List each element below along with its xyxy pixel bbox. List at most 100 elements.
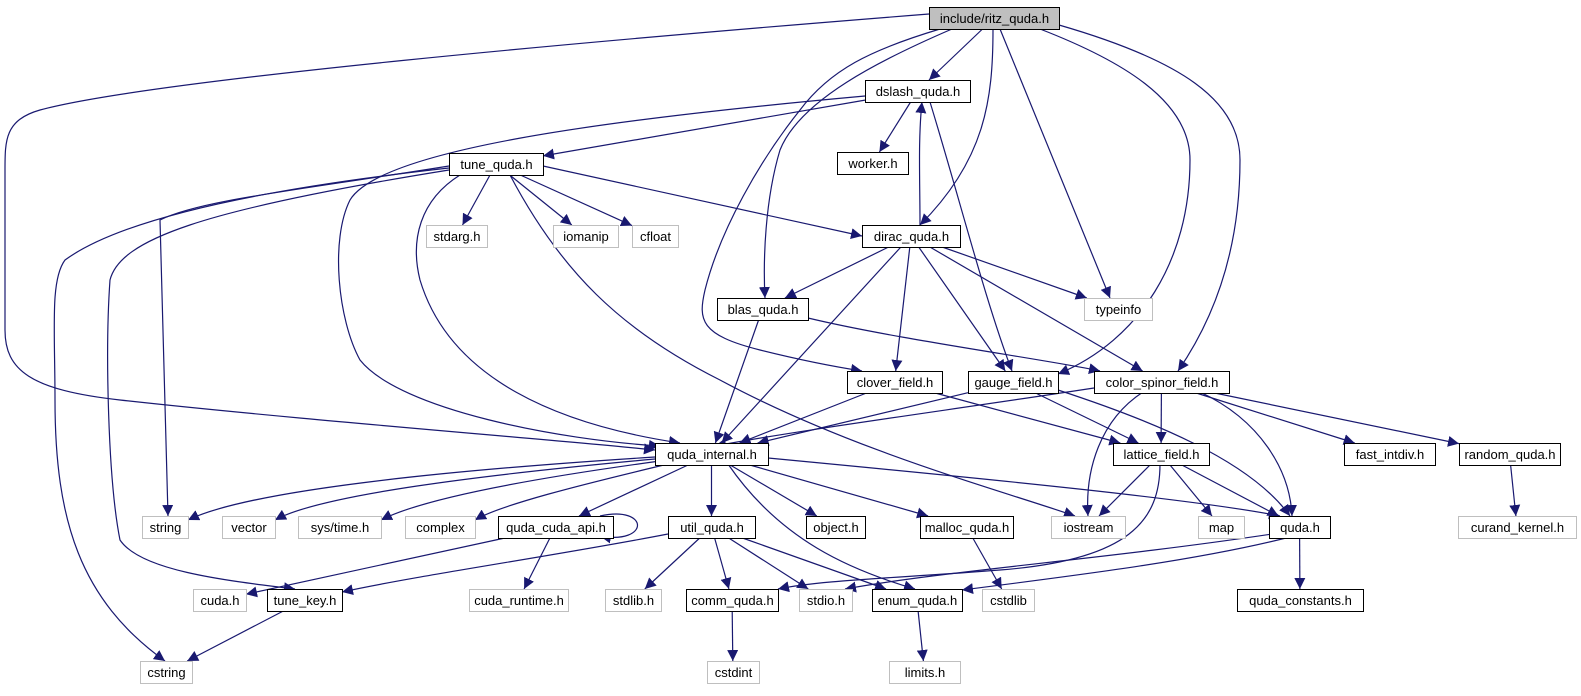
node-worker[interactable]: worker.h: [837, 152, 909, 175]
edge-dirac_quda-to-blas_quda: [784, 246, 889, 299]
node-color-spinor-field[interactable]: color_spinor_field.h: [1094, 371, 1230, 394]
node-tune-key[interactable]: tune_key.h: [267, 589, 343, 612]
edge-arrow: [53, 167, 450, 662]
node-object[interactable]: object.h: [806, 516, 866, 539]
edge-arrow: [341, 533, 669, 596]
node-label: quda_cuda_api.h: [506, 520, 606, 535]
edge-dslash_quda-to-quda_internal: [338, 95, 866, 451]
node-label: util_quda.h: [680, 520, 744, 535]
edge-clover_field-to-quda_internal: [739, 392, 867, 445]
node-lattice-field[interactable]: lattice_field.h: [1113, 443, 1210, 466]
edge-tune_quda-to-iostream: [509, 174, 1076, 518]
edge-dirac_quda-to-gauge_field: [918, 246, 1006, 372]
edge-arrow: [972, 537, 1003, 590]
edge-arrow: [807, 317, 1101, 375]
node-stdarg: stdarg.h: [426, 225, 488, 248]
node-label: dirac_quda.h: [874, 229, 949, 244]
edge-dirac_quda-to-quda_internal: [721, 246, 902, 444]
node-label: sys/time.h: [311, 520, 370, 535]
node-box: [1459, 443, 1561, 466]
node-stdio: stdio.h: [799, 589, 853, 612]
edge-clover_field-to-lattice_field: [935, 392, 1121, 446]
edge-arrow: [380, 460, 661, 521]
node-box: [267, 589, 343, 612]
edge-tune_key-to-cstring: [186, 610, 284, 662]
node-cstdint: cstdint: [707, 661, 760, 684]
edge-arrow: [1214, 392, 1460, 447]
edge-util_quda-to-stdlib: [644, 537, 701, 590]
node-malloc-quda[interactable]: malloc_quda.h: [920, 516, 1014, 539]
edge-arrow: [713, 319, 760, 444]
node-clover-field[interactable]: clover_field.h: [847, 371, 943, 394]
edge-dslash_quda-to-worker: [878, 101, 912, 153]
edge-tune_quda-to-stdarg: [461, 174, 491, 226]
node-box: [449, 153, 544, 176]
node-label: cstdlib: [990, 593, 1027, 608]
node-quda[interactable]: quda.h: [1269, 516, 1331, 539]
edge-quda-to-enum_quda: [961, 536, 1291, 595]
edge-arrow: [1169, 464, 1213, 517]
node-box: [862, 225, 961, 248]
edge-ritz_quda-to-dirac_quda: [919, 28, 994, 226]
edge-ritz_quda-to-dslash_quda: [928, 28, 983, 81]
node-box: [405, 516, 476, 539]
edge-arrow: [777, 463, 1161, 593]
node-box: [1344, 443, 1436, 466]
edge-arrow: [961, 536, 1291, 595]
node-box: [605, 589, 662, 612]
edge-dirac_quda-to-dslash_quda: [915, 101, 927, 226]
node-quda-cuda-api[interactable]: quda_cuda_api.h: [498, 516, 614, 539]
edge-arrow: [999, 28, 1111, 299]
node-box: [1458, 516, 1577, 539]
edge-arrow: [644, 537, 701, 590]
node-stdlib: stdlib.h: [605, 589, 662, 612]
edge-arrow: [878, 101, 912, 153]
edge-quda_internal-to-complex: [474, 463, 669, 521]
edge-arrow: [4, 13, 930, 455]
edge-ritz_quda-to-blas_quda: [758, 28, 953, 299]
node-blas-quda[interactable]: blas_quda.h: [717, 298, 809, 321]
node-fast-intdiv[interactable]: fast_intdiv.h: [1344, 443, 1436, 466]
node-box: [1084, 298, 1153, 321]
edge-arrow: [721, 246, 902, 444]
edge-arrow: [1199, 391, 1298, 517]
edge-arrow: [1081, 391, 1144, 517]
node-enum-quda[interactable]: enum_quda.h: [872, 589, 963, 612]
edge-dslash_quda-to-tune_quda: [542, 99, 866, 160]
node-quda-constants[interactable]: quda_constants.h: [1237, 589, 1364, 612]
node-comm-quda[interactable]: comm_quda.h: [686, 589, 779, 612]
node-iostream: iostream: [1051, 516, 1126, 539]
edge-arrow: [714, 537, 732, 590]
node-label: iomanip: [563, 229, 609, 244]
node-dslash-quda[interactable]: dslash_quda.h: [865, 80, 971, 103]
node-ritz-quda[interactable]: include/ritz_quda.h: [929, 7, 1060, 30]
edge-quda_internal-to-systime: [380, 460, 661, 521]
edge-ritz_quda-to-typeinfo: [999, 28, 1111, 299]
node-label: string: [150, 520, 182, 535]
node-box: [298, 516, 382, 539]
node-box: [799, 589, 853, 612]
edge-arrow: [520, 174, 633, 227]
node-dirac-quda[interactable]: dirac_quda.h: [862, 225, 961, 248]
node-complex: complex: [405, 516, 476, 539]
node-random-quda[interactable]: random_quda.h: [1459, 443, 1561, 466]
node-cuda: cuda.h: [193, 589, 247, 612]
edge-gauge_field-to-quda_internal: [757, 392, 969, 446]
edge-enum_quda-to-limits: [916, 610, 928, 662]
node-tune-quda[interactable]: tune_quda.h: [449, 153, 544, 176]
node-label: quda_internal.h: [667, 447, 757, 462]
edge-lattice_field-to-map: [1169, 464, 1213, 517]
edge-arrow: [1181, 464, 1279, 517]
node-box: [982, 589, 1035, 612]
edge-tune_quda-to-cfloat: [520, 174, 633, 227]
node-label: include/ritz_quda.h: [940, 11, 1049, 26]
node-quda-internal[interactable]: quda_internal.h: [655, 443, 769, 466]
edge-tune_quda-to-string: [159, 165, 450, 517]
node-box: [920, 516, 1014, 539]
edge-color_spinor_field-to-fast_intdiv: [1196, 392, 1355, 445]
node-label: gauge_field.h: [974, 375, 1052, 390]
node-util-quda[interactable]: util_quda.h: [668, 516, 756, 539]
node-gauge-field[interactable]: gauge_field.h: [968, 371, 1059, 394]
node-label: limits.h: [905, 665, 945, 680]
